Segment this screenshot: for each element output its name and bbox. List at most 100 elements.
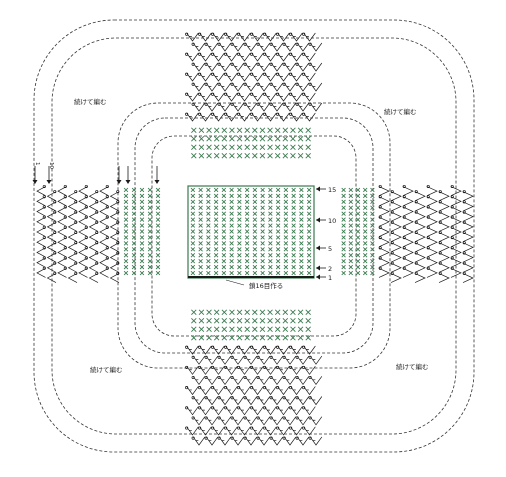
single-crochet-stitch-icon — [299, 270, 304, 276]
single-crochet-stitch-icon — [291, 264, 296, 270]
chain-stitch-icon — [116, 261, 120, 265]
double-crochet-stitch-icon — [264, 52, 277, 62]
single-crochet-stitch-icon — [221, 258, 227, 264]
double-crochet-stitch-icon — [283, 436, 297, 446]
single-crochet-stitch-icon — [291, 205, 296, 210]
chain-stitch-icon — [42, 246, 46, 250]
single-crochet-stitch-icon — [260, 211, 265, 216]
chain-stitch-icon — [450, 184, 454, 189]
single-crochet-stitch-icon — [221, 199, 227, 205]
single-crochet-stitch-icon — [299, 217, 304, 222]
single-crochet-stitch-icon — [299, 229, 304, 234]
double-crochet-stitch-icon — [426, 247, 438, 258]
double-crochet-stitch-icon — [290, 52, 303, 62]
single-crochet-stitch-icon — [252, 199, 258, 205]
single-crochet-stitch-icon — [191, 326, 197, 333]
chain-stitch-icon — [63, 246, 67, 250]
chain-stitch-icon — [250, 406, 254, 410]
chain-stitch-icon — [289, 72, 293, 76]
single-crochet-stitch-icon — [123, 211, 129, 216]
double-crochet-stitch-icon — [212, 406, 225, 416]
chain-stitch-icon — [211, 426, 215, 430]
single-crochet-stitch-icon — [237, 217, 242, 222]
chain-stitch-icon — [211, 345, 215, 349]
single-crochet-stitch-icon — [244, 253, 250, 258]
single-crochet-stitch-icon — [244, 223, 250, 228]
single-crochet-stitch-icon — [268, 193, 273, 199]
single-crochet-stitch-icon — [198, 241, 203, 246]
chain-stitch-icon — [185, 72, 189, 76]
single-crochet-stitch-icon — [348, 211, 354, 216]
continue-label-bottom-right: 続けて編む — [396, 362, 429, 371]
double-crochet-stitch-icon — [231, 42, 245, 52]
chain-stitch-icon — [282, 436, 286, 440]
double-crochet-stitch-icon — [205, 62, 219, 72]
double-crochet-stitch-icon — [309, 102, 323, 112]
single-crochet-stitch-icon — [229, 264, 234, 270]
outer-round-outline-2 — [51, 37, 457, 435]
single-crochet-stitch-icon — [370, 264, 375, 270]
double-crochet-stitch-icon — [264, 365, 277, 375]
double-crochet-stitch-icon — [414, 221, 426, 232]
down-arrow-icon — [125, 166, 131, 184]
double-crochet-stitch-icon — [205, 436, 219, 446]
single-crochet-stitch-icon — [275, 270, 281, 276]
single-crochet-stitch-icon — [299, 241, 304, 246]
chain-stitch-icon — [53, 230, 57, 235]
single-crochet-stitch-icon — [362, 223, 368, 228]
chain-stitch-icon — [450, 205, 454, 209]
double-crochet-stitch-icon — [186, 32, 199, 42]
single-crochet-stitch-icon — [267, 326, 273, 333]
single-crochet-stitch-icon — [348, 223, 354, 228]
chain-stitch-icon — [276, 386, 280, 390]
chain-stitch-icon — [414, 210, 418, 214]
chain-stitch-icon — [243, 436, 247, 440]
chain-stitch-icon — [84, 205, 88, 209]
single-crochet-stitch-icon — [267, 135, 273, 142]
chain-stitch-icon — [53, 190, 57, 194]
single-crochet-stitch-icon — [131, 217, 137, 222]
chain-stitch-icon — [243, 42, 247, 46]
single-crochet-stitch-icon — [252, 253, 258, 258]
single-crochet-stitch-icon — [213, 135, 220, 142]
single-crochet-stitch-icon — [221, 334, 228, 341]
chain-stitch-icon — [256, 62, 260, 66]
double-crochet-stitch-icon — [378, 227, 390, 237]
single-crochet-stitch-icon — [229, 211, 234, 216]
single-crochet-stitch-icon — [341, 264, 346, 270]
double-crochet-stitch-icon — [88, 191, 99, 202]
single-crochet-stitch-icon — [348, 258, 354, 264]
chain-stitch-icon — [42, 256, 46, 260]
double-crochet-stitch-icon — [257, 42, 271, 52]
double-crochet-stitch-icon — [438, 221, 450, 232]
single-crochet-stitch-icon — [206, 211, 211, 216]
chain-stitch-icon — [250, 92, 254, 96]
continue-label-top-right: 続けて編む — [384, 107, 417, 116]
single-crochet-stitch-icon — [362, 229, 368, 234]
double-crochet-stitch-icon — [78, 196, 88, 207]
single-crochet-stitch-icon — [291, 247, 296, 252]
single-crochet-stitch-icon — [252, 211, 258, 216]
chain-stitch-icon — [402, 246, 406, 250]
single-crochet-stitch-icon — [198, 152, 205, 159]
single-crochet-stitch-icon — [213, 258, 219, 264]
chain-stitch-icon — [390, 261, 394, 265]
single-crochet-stitch-icon — [355, 247, 361, 252]
double-crochet-stitch-icon — [257, 416, 271, 426]
chain-stitch-icon — [289, 52, 293, 56]
double-crochet-stitch-icon — [99, 267, 109, 278]
double-crochet-stitch-icon — [57, 196, 67, 207]
row-number-2: 2 — [328, 265, 332, 273]
single-crochet-stitch-icon — [299, 211, 304, 216]
chain-stitch-icon — [237, 365, 241, 369]
double-crochet-stitch-icon — [67, 273, 78, 283]
chain-stitch-icon — [302, 52, 306, 56]
single-crochet-stitch-icon — [155, 193, 161, 199]
double-crochet-stitch-icon — [225, 112, 238, 122]
single-crochet-stitch-icon — [267, 309, 273, 316]
double-crochet-stitch-icon — [257, 396, 271, 406]
single-crochet-stitch-icon — [221, 223, 227, 228]
single-crochet-stitch-icon — [355, 187, 361, 193]
single-crochet-stitch-icon — [297, 309, 304, 316]
single-crochet-stitch-icon — [348, 241, 354, 246]
